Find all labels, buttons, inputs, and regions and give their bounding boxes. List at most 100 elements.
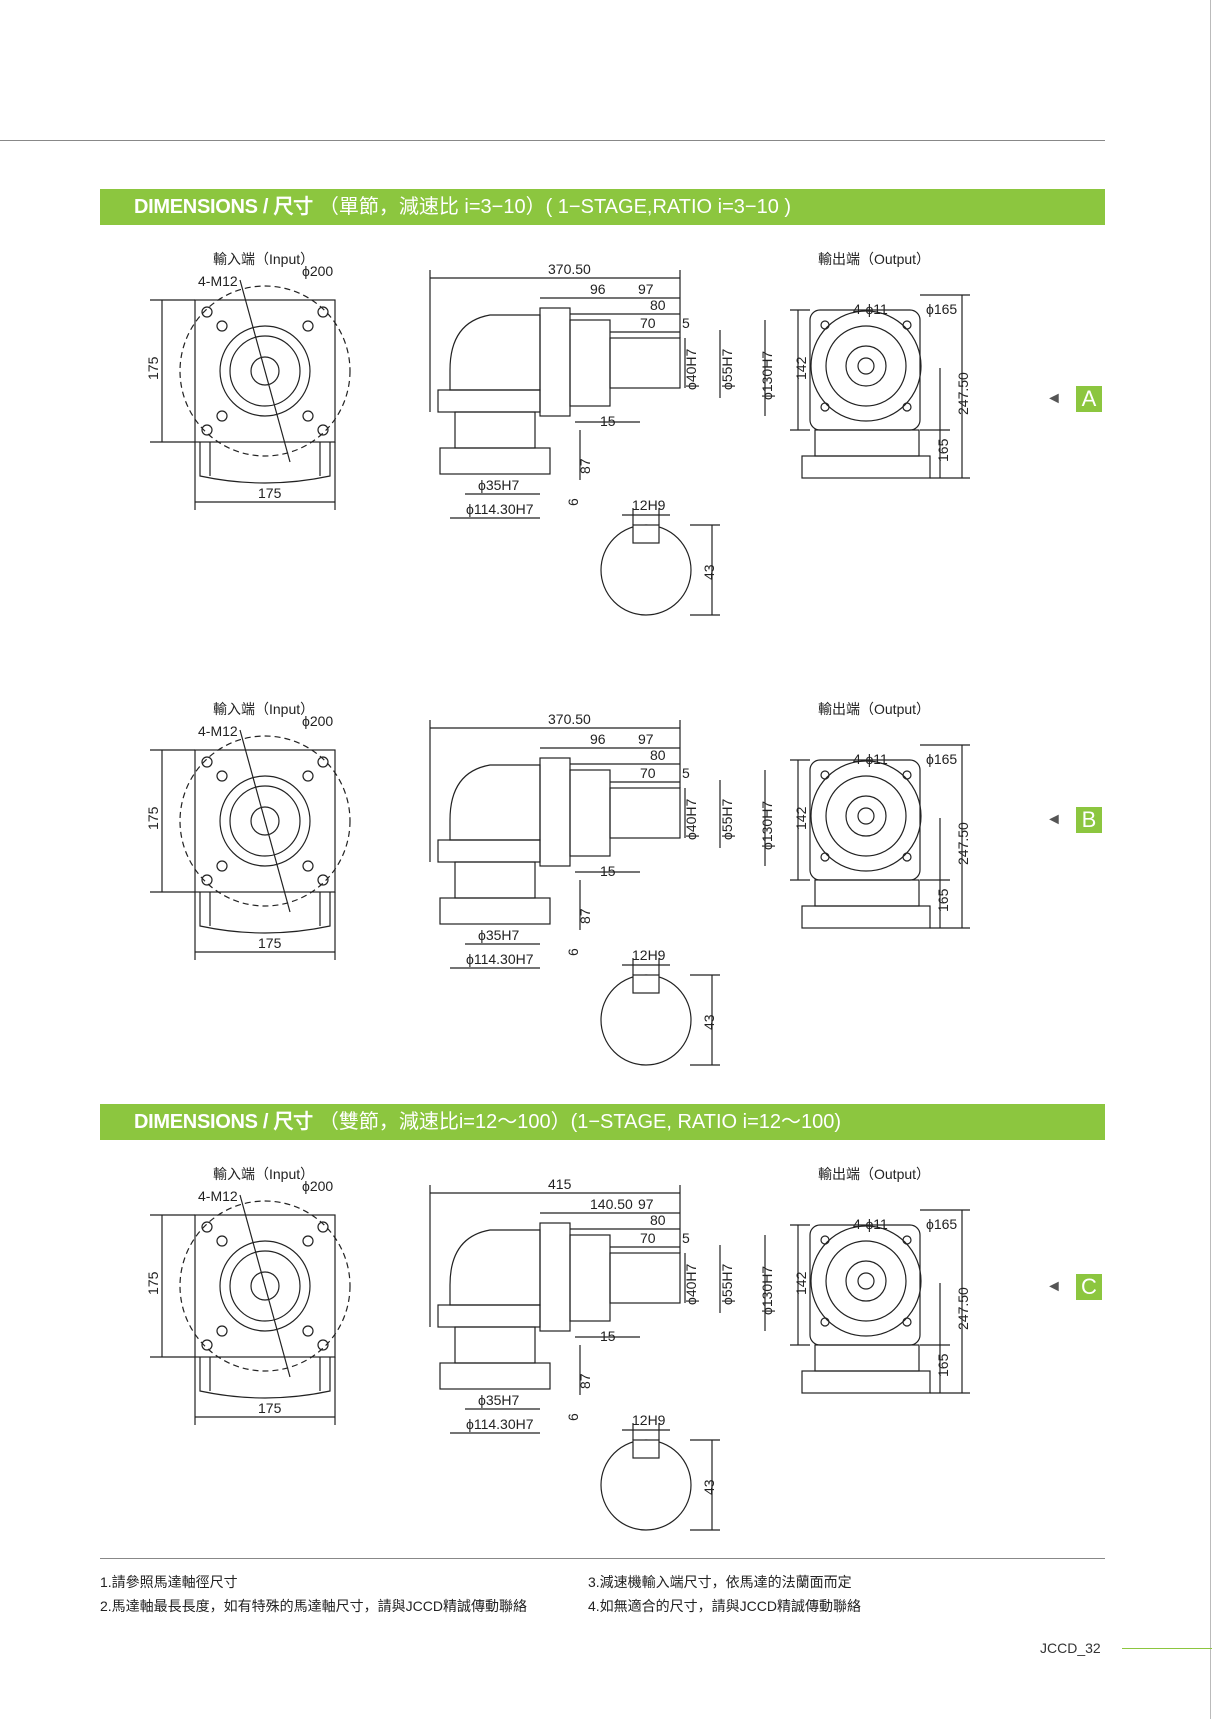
pilot-dia-label: ϕ55H7 — [719, 348, 735, 390]
input-label: 輸入端（Input） — [213, 251, 314, 267]
output-shaft — [609, 787, 681, 839]
output-holes-label: 4-ϕ11 — [853, 751, 888, 767]
total-length-label: 370.50 — [548, 711, 591, 727]
note-4: 4.如無適合的尺寸，請與JCCD精誠傳動聯絡 — [588, 1598, 862, 1614]
footer-rule — [1122, 1648, 1212, 1649]
length-b-label: 97 — [638, 1196, 654, 1212]
key-height-label: 43 — [701, 1014, 717, 1030]
length-c-label: 80 — [650, 1212, 666, 1228]
length-a-label: 96 — [590, 731, 606, 747]
elbow-housing — [449, 1229, 541, 1306]
dimension-drawing-b: 輸入端（Input） 4-M12 ϕ200 175 175 370.50 96 … — [145, 701, 971, 1066]
spigot-dia-label: ϕ114.30H7 — [466, 501, 534, 517]
output-142-label: 142 — [793, 806, 809, 830]
dim-15-label: 15 — [600, 1328, 616, 1344]
length-a-label: 96 — [590, 281, 606, 297]
input-bolt-label: 4-M12 — [198, 1188, 238, 1204]
input-bore-mid — [229, 335, 301, 407]
spigot-dia-label: ϕ114.30H7 — [466, 951, 534, 967]
right-border — [1210, 0, 1211, 1719]
input-bolt-label: 4-M12 — [198, 723, 238, 739]
output-label: 輸出端（Output） — [818, 701, 930, 717]
notes-right: 3.減速機輸入端尺寸，依馬達的法蘭面而定 4.如無適合的尺寸，請與JCCD精誠傳… — [588, 1570, 861, 1618]
length-d-label: 70 — [640, 765, 656, 781]
output-holes-label: 4-ϕ11 — [853, 1216, 888, 1232]
length-e-label: 5 — [682, 315, 690, 331]
dim-87-label: 87 — [577, 908, 593, 924]
length-c-label: 80 — [650, 747, 666, 763]
length-c-label: 80 — [650, 297, 666, 313]
flange-dia-label: ϕ130H7 — [759, 1266, 775, 1315]
output-holes-label: 4-ϕ11 — [853, 301, 888, 317]
note-2: 2.馬達軸最長長度，如有特殊的馬達軸尺寸，請與JCCD精誠傳動聯絡 — [100, 1598, 528, 1614]
marker-arrow-a: ◄ — [1046, 390, 1062, 407]
dim-6-label: 6 — [565, 948, 581, 956]
pilot-dia-label: ϕ55H7 — [719, 798, 735, 840]
header-title: DIMENSIONS / 尺寸 — [134, 196, 313, 218]
key-width-label: 12H9 — [632, 1412, 666, 1428]
key-height-label: 43 — [701, 1479, 717, 1495]
input-bore-mid — [229, 785, 301, 857]
total-length-label: 415 — [548, 1176, 572, 1192]
pilot-dia-label: ϕ55H7 — [719, 1263, 735, 1305]
flange-dia-label: ϕ130H7 — [759, 801, 775, 850]
note-1: 1.請參照馬達軸徑尺寸 — [100, 1574, 238, 1590]
output-height-label: 247.50 — [955, 1287, 971, 1330]
input-label: 輸入端（Input） — [213, 701, 314, 717]
length-e-label: 5 — [682, 765, 690, 781]
notes-divider — [100, 1558, 1105, 1559]
dim-6-label: 6 — [565, 498, 581, 506]
length-d-label: 70 — [640, 1230, 656, 1246]
shaft-dia-label: ϕ40H7 — [683, 1263, 699, 1305]
input-pcd-label: ϕ200 — [302, 713, 333, 729]
input-height-label: 175 — [145, 356, 161, 380]
shaft-dia-label: ϕ40H7 — [683, 798, 699, 840]
note-3: 3.減速機輸入端尺寸，依馬達的法蘭面而定 — [588, 1574, 852, 1590]
input-pcd-circle — [179, 285, 351, 457]
input-flange-square — [194, 299, 336, 443]
variant-letter-c: C — [1076, 1274, 1102, 1300]
bore-dia-label: ϕ35H7 — [478, 477, 520, 493]
input-bore-mid — [229, 1250, 301, 1322]
dim-87-label: 87 — [577, 458, 593, 474]
section-header-double-stage: DIMENSIONS / 尺寸（雙節，減速比i=12～100）(1−STAGE,… — [100, 1104, 1105, 1140]
input-flange-square — [194, 749, 336, 893]
input-bore-inner — [250, 356, 280, 386]
section-header-single-stage: DIMENSIONS / 尺寸（單節，減速比 i=3−10）( 1−STAGE,… — [100, 189, 1105, 225]
length-a-label: 140.50 — [590, 1196, 633, 1212]
input-bore-outer — [219, 775, 311, 867]
total-length-label: 370.50 — [548, 261, 591, 277]
bore-dia-label: ϕ35H7 — [478, 1392, 520, 1408]
input-pcd-circle — [179, 1200, 351, 1372]
output-shaft — [609, 337, 681, 389]
header-subtitle: （雙節，減速比i=12～100）(1−STAGE, RATIO i=12～100… — [318, 1111, 842, 1133]
output-pcd-label: ϕ165 — [926, 1216, 957, 1232]
header-subtitle: （單節，減速比 i=3−10）( 1−STAGE,RATIO i=3−10 ) — [318, 196, 792, 218]
shaft-dia-label: ϕ40H7 — [683, 348, 699, 390]
key-height-label: 43 — [701, 564, 717, 580]
marker-arrow-b: ◄ — [1046, 811, 1062, 828]
output-label: 輸出端（Output） — [818, 251, 930, 267]
input-height-label: 175 — [145, 806, 161, 830]
variant-letter-a: A — [1076, 386, 1102, 412]
output-height-label: 247.50 — [955, 372, 971, 415]
input-bolt-label: 4-M12 — [198, 273, 238, 289]
length-e-label: 5 — [682, 1230, 690, 1246]
notes-left: 1.請參照馬達軸徑尺寸 2.馬達軸最長長度，如有特殊的馬達軸尺寸，請與JCCD精… — [100, 1570, 527, 1618]
input-bore-outer — [219, 325, 311, 417]
flange-dia-label: ϕ130H7 — [759, 351, 775, 400]
elbow-housing — [449, 314, 541, 391]
output-label: 輸出端（Output） — [818, 1166, 930, 1182]
header-title: DIMENSIONS / 尺寸 — [134, 1111, 313, 1133]
dim-15-label: 15 — [600, 413, 616, 429]
output-165-label: 165 — [935, 888, 951, 912]
output-shaft — [609, 1252, 681, 1304]
dim-87-label: 87 — [577, 1373, 593, 1389]
output-height-label: 247.50 — [955, 822, 971, 865]
bore-dia-label: ϕ35H7 — [478, 927, 520, 943]
output-142-label: 142 — [793, 356, 809, 380]
input-pcd-circle — [179, 735, 351, 907]
elbow-housing — [449, 764, 541, 841]
output-165-label: 165 — [935, 438, 951, 462]
dimension-drawing-a: 輸入端（Input） 4-M12 ϕ200 175 175 370.50 96 … — [145, 251, 971, 616]
